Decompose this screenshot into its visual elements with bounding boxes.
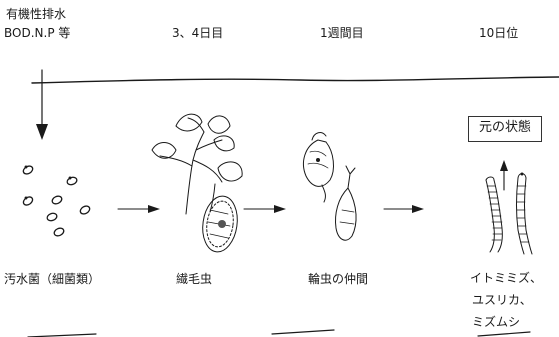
rotifers-label: 輪虫の仲間 [308,271,368,287]
bottom-line-right [478,332,530,336]
arrow-to-ciliates [118,205,160,213]
chironomid-larva-icon [517,173,533,255]
tubifex-worm-icon [486,177,502,252]
ciliates-label: 繊毛虫 [176,271,212,287]
water-surface-line [32,77,559,83]
rotifer-icon [303,133,333,202]
arrow-to-recovered-state [500,160,508,190]
arrow-to-worms [384,205,424,213]
recovered-state-box: 元の状態 [468,116,542,142]
bacteria-cluster-icon [22,164,91,237]
worms-label-line1: イトミミズ、 [470,270,542,286]
inflow-arrow [36,70,48,140]
bottom-line-mid [272,330,334,334]
rotifer-elongated-icon [336,166,357,240]
arrow-to-rotifers [244,205,286,213]
bacteria-label: 汚水菌（細菌類） [4,271,100,287]
worms-label-line3: ミズムシ [472,314,520,330]
paramecium-ciliate-icon [199,194,240,254]
worms-label-line2: ユスリカ、 [472,292,532,308]
vorticella-ciliate-icon [152,114,242,214]
